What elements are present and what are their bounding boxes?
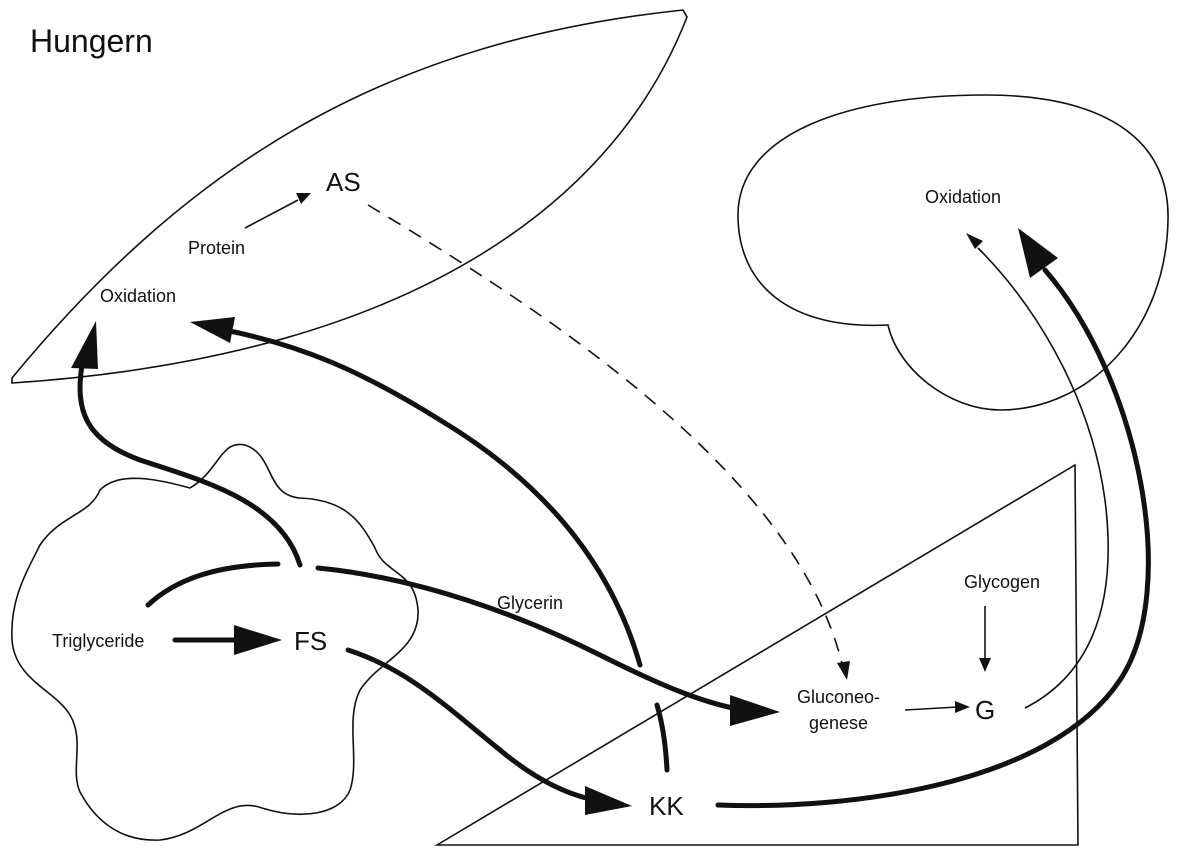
label-gluconeogenesis-line1: Gluconeo- (797, 687, 880, 707)
muscle-outline (11, 9, 688, 384)
arrow-head-muscle-oxidation-right (190, 317, 235, 343)
diagram-title: Hungern (30, 23, 153, 59)
arrow-head-gluconeogenesis (730, 695, 780, 726)
label-triglyceride: Triglyceride (52, 631, 144, 651)
arrow-kk-to-muscle-oxidation-upper (222, 327, 643, 668)
arrow-head-gluconeogenesis-dashed (837, 661, 850, 680)
brain-outline (737, 94, 1169, 411)
arrow-head-fs (234, 625, 282, 655)
label-fatty-acids: FS (294, 626, 327, 656)
label-amino-acids: AS (326, 167, 361, 197)
arrow-head-brain-oxidation-thick (1018, 228, 1058, 278)
arrow-fs-to-kk (345, 647, 593, 802)
adipose-tissue-outline (11, 443, 419, 841)
arrow-as-to-gluconeogenesis (367, 204, 844, 669)
label-glycogen: Glycogen (964, 572, 1040, 592)
arrow-fs-to-muscle-oxidation-left (77, 362, 303, 568)
arrow-glycerin-to-gluconeogenesis (315, 565, 745, 713)
arrow-gluconeogenesis-to-g (904, 706, 959, 711)
arrow-g-to-brain-oxidation (977, 247, 1109, 709)
arrow-head-muscle-oxidation-left (71, 321, 98, 369)
arrow-kk-to-brain-oxidation (715, 267, 1151, 809)
arrow-head-g-from-glycogen (979, 658, 991, 672)
label-gluconeogenesis-line2: genese (809, 713, 868, 733)
label-muscle-oxidation: Oxidation (100, 286, 176, 306)
arrow-head-as (296, 193, 311, 204)
arrow-protein-to-as (244, 199, 299, 229)
arrow-triglyceride-glycerin-arc-left (145, 561, 281, 608)
arrow-head-kk (585, 786, 632, 815)
label-brain-oxidation: Oxidation (925, 187, 1001, 207)
label-glucose: G (975, 695, 995, 725)
label-glycerin: Glycerin (497, 593, 563, 613)
arrow-head-brain-oxidation-thin (966, 233, 983, 249)
label-protein: Protein (188, 238, 245, 258)
liver-outline (434, 463, 1079, 846)
arrow-head-g-from-gluconeogenesis (955, 701, 970, 713)
label-ketone-bodies: KK (649, 791, 684, 821)
arrow-kk-to-muscle-oxidation-lower (654, 702, 670, 773)
